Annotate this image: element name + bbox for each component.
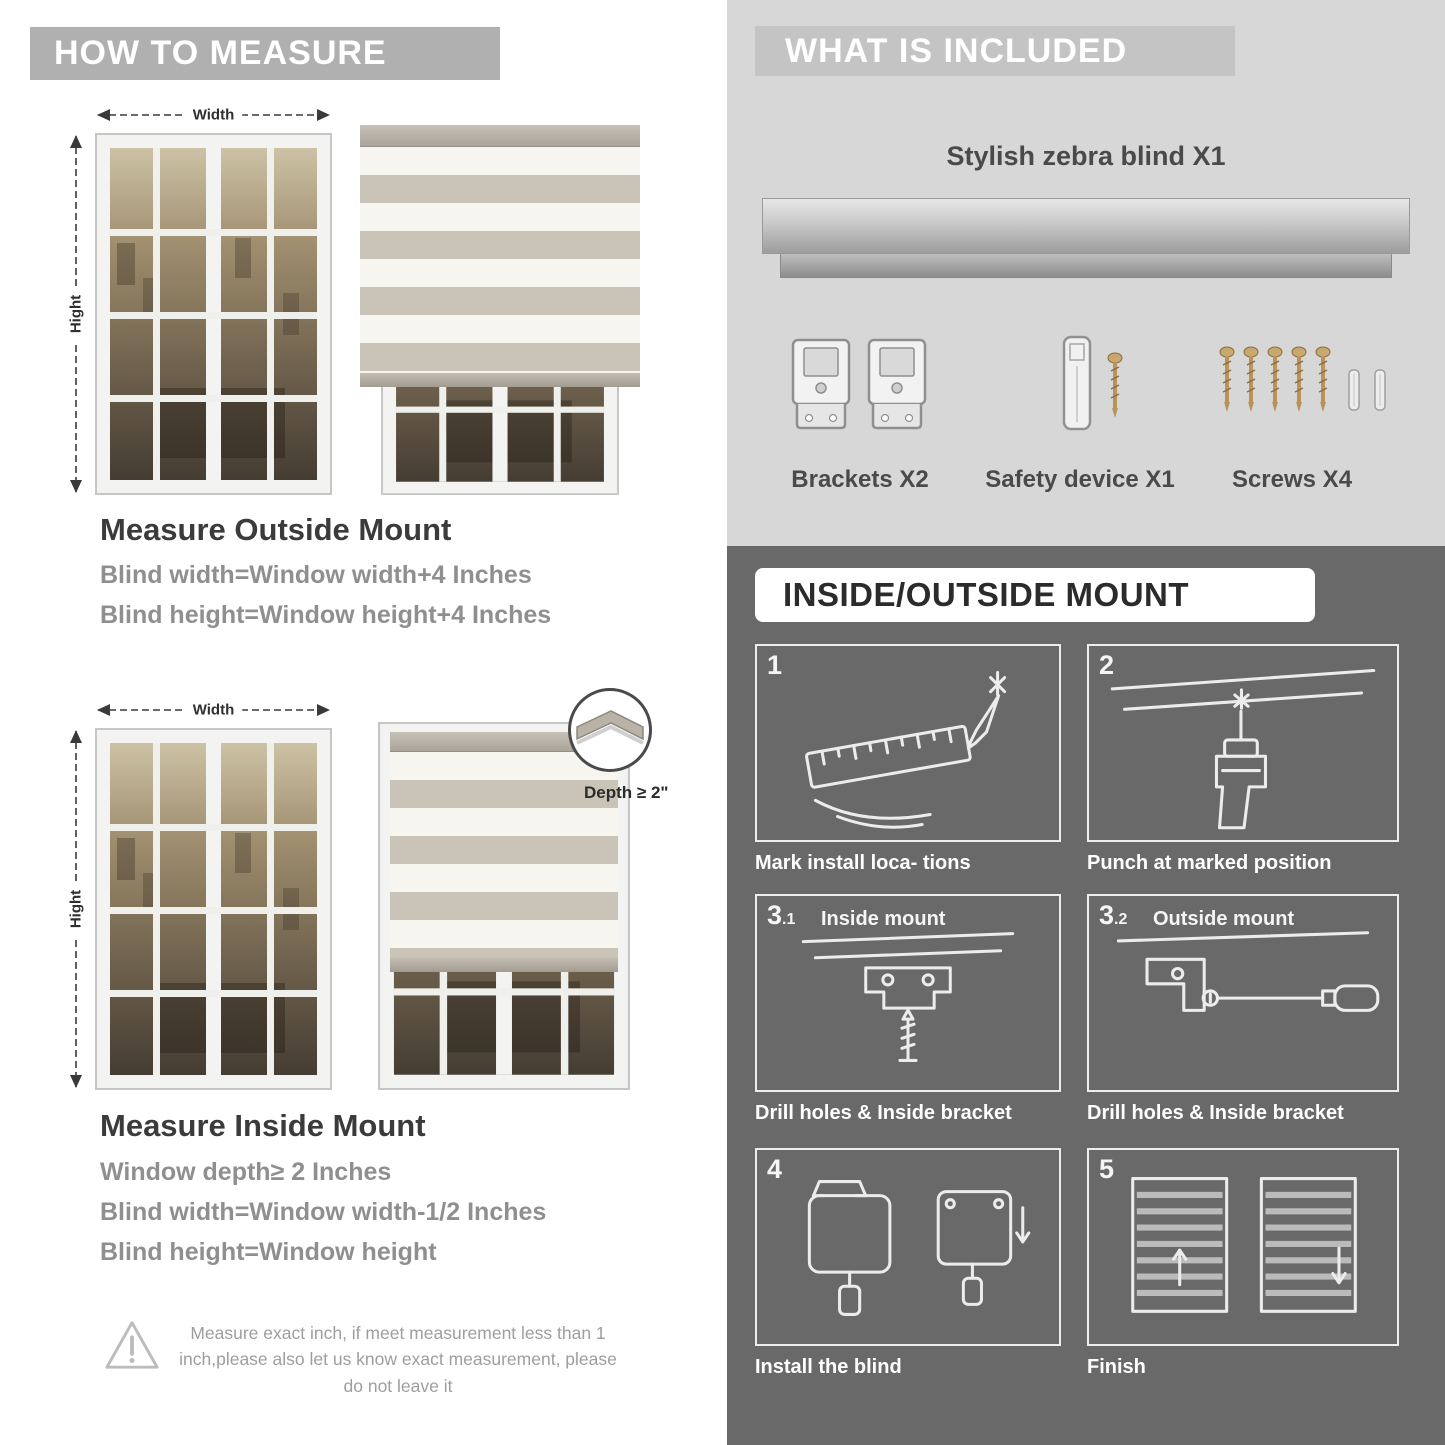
inside-mount-window-illustration (95, 728, 332, 1090)
outside-mount-window-illustration (95, 133, 332, 495)
outside-mount-blind-illustration (360, 125, 640, 495)
mark-location-illustration (805, 671, 1007, 829)
inside-mount-blind-illustration (378, 722, 630, 1090)
bracket-icon (789, 336, 853, 432)
zebra-blind-illustration (360, 125, 640, 387)
drill-illustration (1110, 668, 1376, 830)
zebra-blind-headrail-illustration (762, 198, 1410, 278)
inside-height-formula: Blind height=Window height (100, 1238, 437, 1266)
outside-mount-step-title: Outside mount (1153, 908, 1295, 930)
step-3-2-box: 3.2 Outside mount (1087, 894, 1399, 1092)
step-number: 5 (1099, 1154, 1115, 1184)
width-arrow: Width (95, 105, 332, 125)
finish-illustration (1131, 1177, 1357, 1313)
outside-width-formula: Blind width=Window width+4 Inches (100, 561, 532, 589)
step-5-caption: Finish (1087, 1356, 1146, 1378)
step-number: 3.2 (1099, 900, 1128, 930)
blind-bottom-rail (360, 373, 640, 387)
install-blind-illustration (807, 1180, 1031, 1316)
step-4-box: 4 (755, 1148, 1061, 1346)
screw-icon (1290, 345, 1308, 416)
step-1-box: 1 (755, 644, 1061, 842)
inside-mount-step-title: Inside mount (821, 908, 946, 930)
wall-anchor-icon (1345, 368, 1363, 414)
screw-icon (1106, 351, 1124, 422)
inside-depth-formula: Window depth≥ 2 Inches (100, 1158, 392, 1186)
screws-label: Screws X4 (1231, 466, 1353, 493)
screw-icon (1314, 345, 1332, 416)
warning-icon (103, 1316, 161, 1374)
headrail-top-bar (762, 198, 1410, 254)
step-4-caption: Install the blind (755, 1356, 902, 1378)
outside-height-formula: Blind height=Window height+4 Inches (100, 601, 552, 629)
blind-cassette (390, 732, 618, 752)
height-label: Hight (67, 881, 85, 937)
screw-icon (1266, 345, 1284, 416)
step-number: 2 (1099, 650, 1115, 680)
inside-bracket-illustration (801, 932, 1015, 1062)
headrail-bottom-bar (780, 254, 1392, 278)
step-number: 1 (767, 650, 783, 680)
measurement-note: Measure exact inch, if meet measurement … (179, 1323, 617, 1396)
step-number: 4 (767, 1154, 783, 1184)
step-2-box: 2 (1087, 644, 1399, 842)
step-3-2-caption: Drill holes & Inside bracket (1087, 1102, 1344, 1124)
blind-fabric (390, 752, 618, 958)
blind-bottom-rail (390, 958, 618, 972)
mount-instructions-panel: INSIDE/OUTSIDE MOUNT (727, 546, 1445, 1445)
blind-fabric (360, 147, 640, 373)
width-label: Width (184, 701, 243, 719)
outside-bracket-illustration (1116, 931, 1380, 1012)
bracket-icon (865, 336, 929, 432)
mount-header: INSIDE/OUTSIDE MOUNT (755, 568, 1315, 622)
step-3-1-caption: Drill holes & Inside bracket (755, 1102, 1012, 1124)
height-arrow: Hight (66, 728, 86, 1090)
step-number: 3.1 (767, 900, 796, 930)
what-is-included-panel: WHAT IS INCLUDED Stylish zebra blind X1 (727, 0, 1445, 546)
brackets-label: Brackets X2 (791, 466, 929, 493)
zebra-blind-illustration (390, 732, 618, 972)
width-label: Width (184, 106, 243, 124)
height-label: Hight (67, 286, 85, 342)
blind-cassette (360, 125, 640, 147)
screw-icon (1218, 345, 1236, 416)
depth-magnifier-icon (568, 688, 652, 772)
step-1-caption: Mark install loca- tions (755, 852, 971, 874)
safety-device-icon (1057, 334, 1097, 434)
safety-device-label: Safety device X1 (985, 466, 1175, 493)
included-blind-label: Stylish zebra blind X1 (946, 141, 1226, 171)
what-is-included-header: WHAT IS INCLUDED (755, 26, 1235, 76)
screw-icon (1242, 345, 1260, 416)
depth-callout-label: Depth ≥ 2" (584, 783, 669, 802)
wall-anchor-icon (1371, 368, 1389, 414)
how-to-measure-header: HOW TO MEASURE (30, 27, 500, 80)
inside-width-formula: Blind width=Window width-1/2 Inches (100, 1198, 547, 1226)
width-arrow: Width (95, 700, 332, 720)
inside-mount-title: Measure Inside Mount (100, 1108, 426, 1143)
step-2-caption: Punch at marked position (1087, 852, 1332, 874)
height-arrow: Hight (66, 133, 86, 495)
step-5-box: 5 (1087, 1148, 1399, 1346)
outside-mount-title: Measure Outside Mount (100, 512, 452, 547)
step-3-1-box: 3.1 Inside mount (755, 894, 1061, 1092)
